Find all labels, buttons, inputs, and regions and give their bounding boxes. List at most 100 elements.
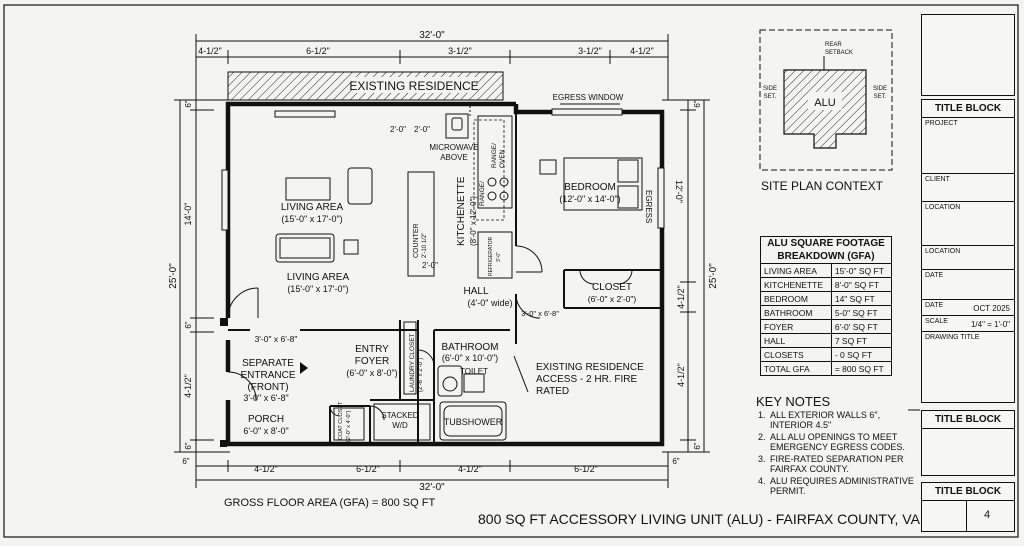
area-row-label: TOTAL GFA [760, 361, 832, 376]
dim-top-1: 4-1/2" [198, 46, 222, 56]
area-row-value: = 800 SQ FT [830, 361, 893, 376]
table-row: CLOSETS- 0 SQ FT [760, 347, 893, 362]
range-oven-label-2: OVEN [499, 149, 506, 168]
key-note-text: FAIRFAX COUNTY. [770, 464, 849, 474]
field-label: LOCATION [925, 204, 961, 211]
dim-right-2: 4-1/2" [676, 285, 686, 309]
title-field-scale: SCALE 1/4" = 1'-0" [922, 315, 1014, 331]
key-note-text: PERMIT. [770, 486, 806, 496]
title-field-date: DATE [922, 269, 1014, 299]
site-side-left-2: SET. [764, 94, 777, 100]
living-area-1-size: (15'-0" x 17'-0") [281, 214, 342, 224]
title-block-blank-top [921, 14, 1015, 96]
entry-foyer-name-2: FOYER [355, 356, 389, 367]
area-row-label: BATHROOM [760, 305, 832, 320]
door-living-label: 3'-0" x 6'-8" [255, 334, 298, 344]
counter-dim: 2'-10 1/2" [422, 233, 428, 258]
field-label: CLIENT [925, 176, 950, 183]
wd-label: W/D [392, 421, 408, 430]
field-label: DRAWING TITLE [925, 334, 980, 341]
dim-overall-bottom: 32'-0" [419, 482, 445, 493]
area-table-title-2: BREAKDOWN (GFA) [760, 250, 892, 264]
entry-foyer-size: (6'-0" x 8'-0") [346, 368, 397, 378]
dim-left-2: 14'-0" [183, 203, 193, 226]
dim-left-1: 6" [184, 100, 193, 107]
field-label: DATE [925, 302, 944, 309]
key-note-text: EMERGENCY EGRESS CODES. [770, 442, 905, 452]
dim-top-5: 4-1/2" [630, 46, 654, 56]
access-note-3: RATED [536, 386, 569, 397]
site-side-right-2: SET. [874, 94, 887, 100]
area-row-label: CLOSETS [760, 347, 832, 362]
access-note-2: ACCESS - 2 HR. FIRE [536, 374, 637, 385]
site-rear: REAR [825, 42, 842, 48]
microwave-label: MICROWAVE [429, 143, 478, 152]
title-field-location-2: LOCATION [922, 245, 1014, 269]
porch-column [220, 440, 227, 447]
dim-left-3: 6" [184, 321, 193, 328]
dim-bottom-1: 4-1/2" [254, 464, 278, 474]
area-table-title-1: ALU SQUARE FOOTAGE [760, 236, 892, 250]
coat-closet-label: COAT CLOSET [338, 401, 344, 440]
area-breakdown-table: ALU SQUARE FOOTAGE BREAKDOWN (GFA) LIVIN… [760, 236, 893, 376]
area-row-label: FOYER [760, 319, 832, 334]
egress-side-dim: 12'-0" [674, 180, 684, 203]
kitchenette-size: (8'-0" x 12'-0") [469, 196, 478, 246]
dim-top-3: 3-1/2" [448, 46, 472, 56]
key-note-text: ALL EXTERIOR WALLS 6", [770, 410, 880, 420]
dim-right-3: 4-1/2" [676, 363, 686, 387]
key-notes-title: KEY NOTES [756, 394, 831, 409]
counter-label: COUNTER [413, 223, 420, 258]
area-row-value: 5-0" SQ FT [830, 305, 893, 320]
top-dimensions [195, 34, 669, 100]
title-field-project: PROJECT [922, 117, 1014, 173]
door-swings [227, 245, 633, 421]
dim-top-4: 3-1/2" [578, 46, 602, 56]
dim-top-2: 6-1/2" [306, 46, 330, 56]
key-note-text: FIRE-RATED SEPARATION PER [770, 454, 904, 464]
right-dimensions [662, 99, 710, 453]
sheet-border [3, 4, 1019, 538]
toilet-label: TOILET [460, 367, 488, 376]
table-row: TOTAL GFA= 800 SQ FT [760, 361, 893, 376]
bathroom-size: (6'-0" x 10'-0") [442, 353, 498, 363]
key-note-text: ALU REQUIRES ADMINISTRATIVE [770, 476, 914, 486]
title-block-heading: TITLE BLOCK [934, 103, 1002, 114]
coat-closet-size: (2'-0" x 4'-0") [346, 410, 352, 442]
area-row-label: LIVING AREA [760, 263, 832, 278]
dim-right-1: 6" [693, 100, 702, 107]
area-row-value: 7 SQ FT [830, 333, 893, 348]
refrigerator-dim: 3'-0" [496, 252, 502, 262]
area-row-value: 15'-0" SQ FT [830, 263, 893, 278]
range-oven-label: RANGE/ [491, 143, 498, 168]
existing-residence-label: EXISTING RESIDENCE [349, 79, 478, 93]
separate-entrance-1: SEPARATE [242, 358, 294, 369]
title-block-main: TITLE BLOCK PROJECT CLIENT LOCATION LOCA… [921, 99, 1015, 403]
site-boundary [759, 29, 893, 171]
key-note-num: 3. [758, 454, 766, 464]
dim-right-overall: 25'-0" [708, 263, 719, 289]
tubshower-label: TUBSHOWER [444, 417, 503, 427]
hall-size: (4'-0" wide) [468, 298, 513, 308]
field-label: LOCATION [925, 248, 961, 255]
title-field-client: CLIENT [922, 173, 1014, 201]
key-note-num: 2. [758, 432, 766, 442]
dim-2-0-a: 2'-0" [390, 125, 406, 134]
area-row-value: - 0 SQ FT [830, 347, 893, 362]
field-label: SCALE [925, 318, 948, 325]
closet-name: CLOSET [592, 282, 632, 293]
title-block-secondary: TITLE BLOCK [921, 410, 1015, 476]
site-side-right: SIDE [873, 86, 887, 92]
date-value: OCT 2025 [973, 304, 1010, 313]
access-note-1: EXISTING RESIDENCE [536, 362, 644, 373]
title-field-location: LOCATION [922, 201, 1014, 245]
scale-value: 1/4" = 1'-0" [970, 320, 1010, 329]
entrance-arrow-icon [300, 362, 308, 374]
area-row-label: BEDROOM [760, 291, 832, 306]
dim-2-0-c: 2'-0" [422, 261, 438, 270]
